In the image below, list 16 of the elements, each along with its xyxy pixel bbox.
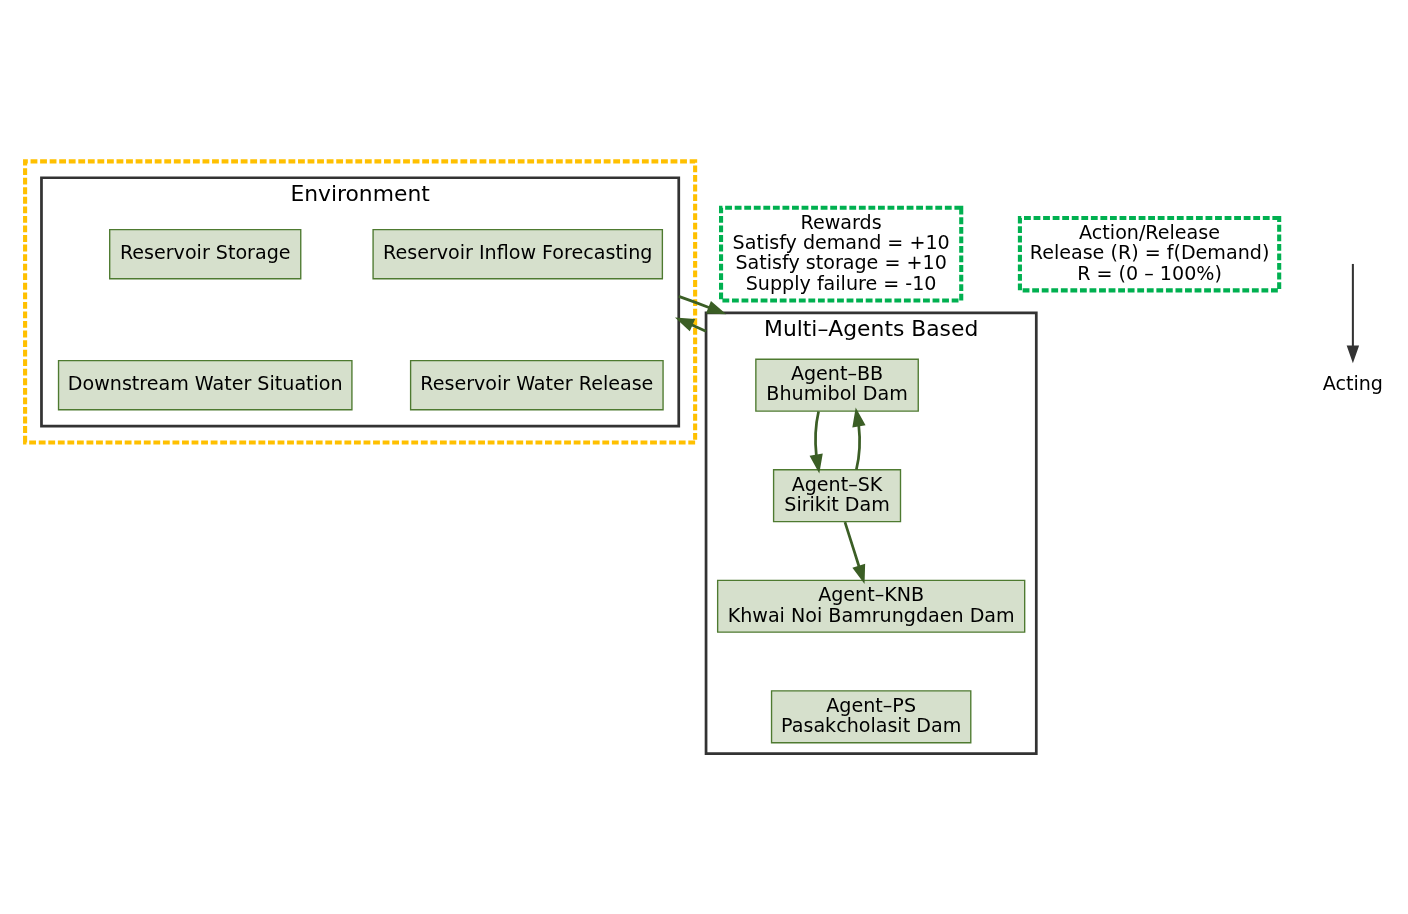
node-box: Agent–PS Pasakcholasit Dam [770,689,972,743]
arrow [852,406,866,470]
node-box: Downstream Water Situation [57,359,353,410]
node-box: Action/Release Release (R) = f(Demand) R = (0 – 100%) [1017,215,1282,292]
legend-label: Acting [1322,371,1384,395]
arrow [809,410,823,474]
node-box: Reservoir Water Release [409,359,664,410]
node-box: Rewards Satisfy demand = +10 Satisfy storage = +10 Supply failure = -10 [719,205,964,303]
node-box: Agent–BB Bhumibol Dam [755,358,919,412]
node-box: Agent–SK Sirikit Dam [772,468,902,522]
node-box: Reservoir Inflow Forecasting [372,228,664,279]
node-box: Agent–KNB Khwai Noi Bamrungdaen Dam [716,579,1026,633]
arrow [678,294,727,314]
arrow [674,316,707,333]
arrow [843,521,866,584]
node-box: Reservoir Storage [109,228,302,279]
